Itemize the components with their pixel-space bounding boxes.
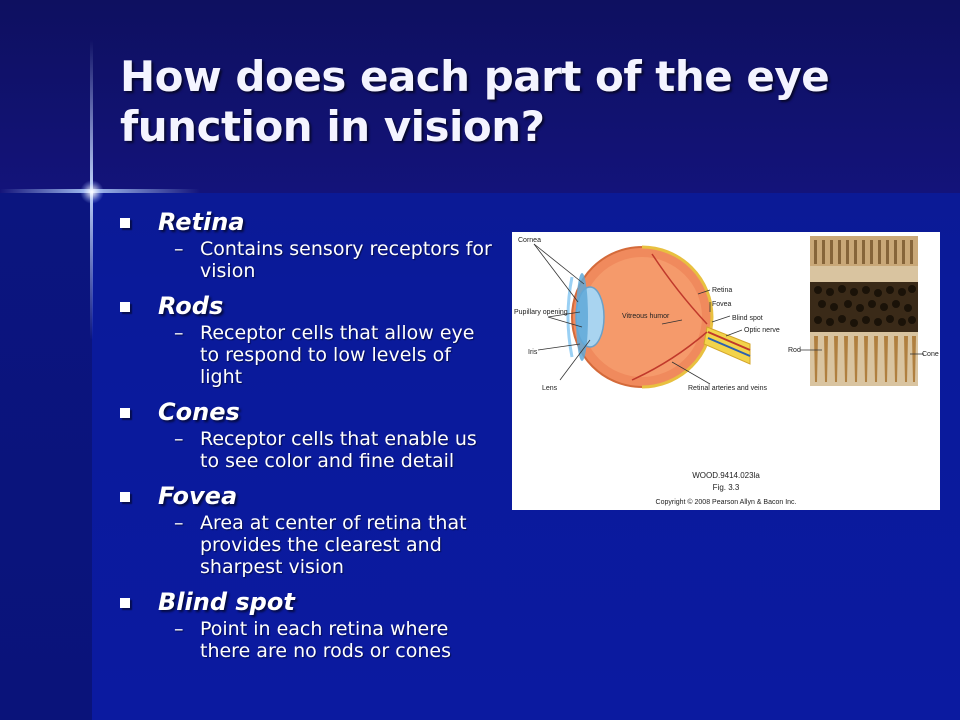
label-retinal-vessels: Retinal arteries and veins (688, 385, 767, 392)
dash-marker: – (174, 618, 184, 640)
description-retina: – Contains sensory receptors for vision (118, 238, 498, 282)
caption-fig: Fig. 3.3 (713, 483, 740, 492)
label-vitreous-humor: Vitreous humor (622, 313, 670, 320)
term-fovea: Fovea (158, 482, 238, 510)
label-lens: Lens (542, 385, 558, 392)
label-cone: Cone (922, 351, 939, 358)
leader-lines (533, 243, 743, 385)
bullet-list: Retina – Contains sensory receptors for … (118, 206, 498, 670)
description-cones: – Receptor cells that enable us to see c… (118, 428, 498, 472)
description-text: Area at center of retina that provides t… (200, 512, 467, 578)
eye-diagram-svg: Cornea Pupillary opening Iris Lens Vitre… (514, 236, 939, 506)
description-rods: – Receptor cells that allow eye to respo… (118, 322, 498, 388)
label-fovea: Fovea (712, 301, 732, 308)
description-text: Point in each retina where there are no … (200, 618, 451, 662)
term-blind-spot: Blind spot (158, 588, 295, 616)
title-band (0, 0, 960, 193)
bullet-item-retina: Retina (118, 206, 498, 238)
term-retina: Retina (158, 208, 245, 236)
dash-marker: – (174, 322, 184, 344)
micrograph-labels: Rod Cone (788, 347, 939, 358)
caption-code: WOOD.9414.023la (692, 471, 760, 480)
term-cones: Cones (158, 398, 240, 426)
bullet-item-fovea: Fovea (118, 480, 498, 512)
square-bullet-icon (120, 218, 130, 228)
label-cornea: Cornea (518, 237, 541, 244)
bullet-item-cones: Cones (118, 396, 498, 428)
description-text: Contains sensory receptors for vision (200, 238, 492, 282)
dash-marker: – (174, 428, 184, 450)
caption-copyright: Copyright © 2008 Pearson Allyn & Bacon I… (656, 498, 797, 506)
label-pupillary-opening-text: Pupillary opening (514, 309, 568, 316)
label-rod: Rod (788, 347, 801, 354)
label-retina: Retina (712, 287, 732, 294)
bullet-item-rods: Rods (118, 290, 498, 322)
retina-micrograph (800, 236, 924, 386)
eyeball-illustration (566, 245, 751, 389)
description-blind-spot: – Point in each retina where there are n… (118, 618, 498, 662)
square-bullet-icon (120, 598, 130, 608)
sparkle-star-icon (80, 180, 104, 204)
description-text: Receptor cells that enable us to see col… (200, 428, 477, 472)
bullet-item-blind-spot: Blind spot (118, 586, 498, 618)
slide-title: How does each part of the eye function i… (120, 52, 830, 151)
figure-caption: WOOD.9414.023la Fig. 3.3 Copyright © 200… (656, 471, 797, 506)
term-rods: Rods (158, 292, 224, 320)
label-iris: Iris (528, 349, 538, 356)
dash-marker: – (174, 512, 184, 534)
square-bullet-icon (120, 408, 130, 418)
dash-marker: – (174, 238, 184, 260)
label-pupillary-opening: Pupillary opening (514, 309, 568, 316)
square-bullet-icon (120, 302, 130, 312)
left-band (0, 193, 92, 720)
eye-anatomy-figure: Cornea Pupillary opening Iris Lens Vitre… (512, 232, 940, 510)
figure-labels: Cornea Pupillary opening Iris Lens Vitre… (514, 237, 780, 392)
square-bullet-icon (120, 492, 130, 502)
label-blind-spot: Blind spot (732, 315, 763, 322)
description-fovea: – Area at center of retina that provides… (118, 512, 498, 578)
description-text: Receptor cells that allow eye to respond… (200, 322, 475, 388)
label-optic-nerve: Optic nerve (744, 327, 780, 334)
